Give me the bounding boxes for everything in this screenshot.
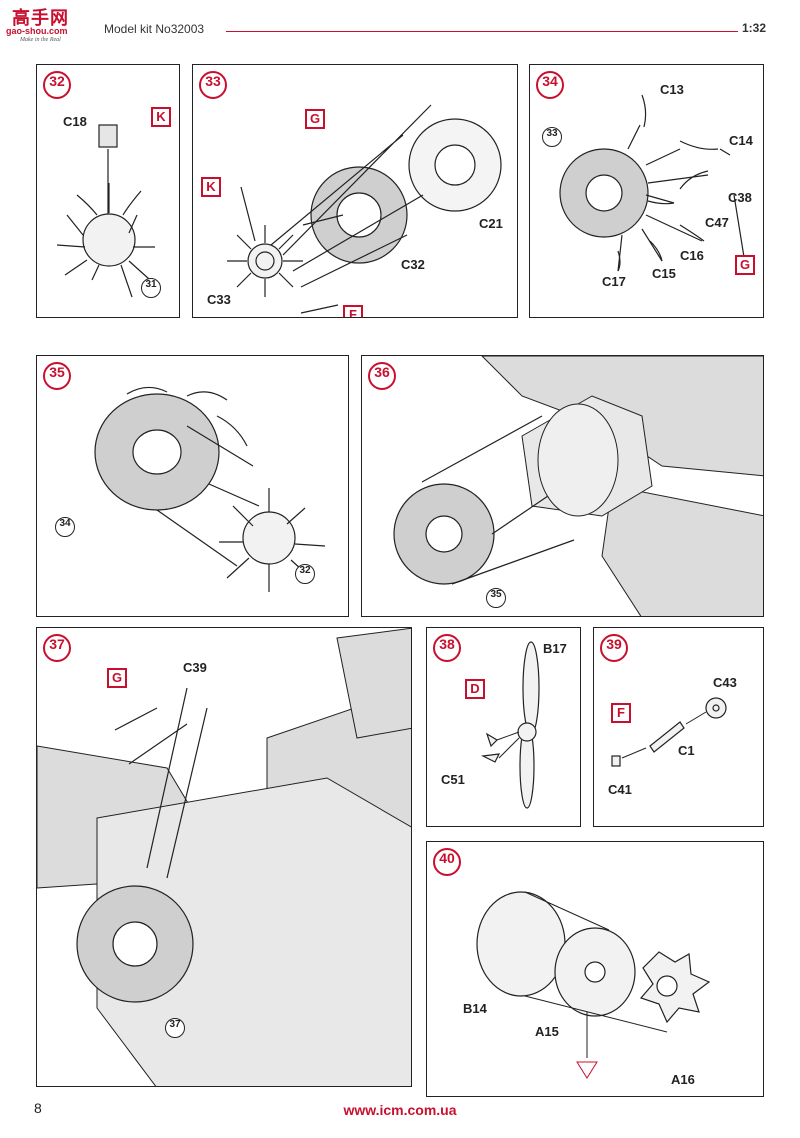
- step-40-panel: 40 B14 A15 A16: [426, 841, 764, 1097]
- paint-tag-f: F: [611, 703, 631, 723]
- step-32-panel: 32 C18 K 31: [36, 64, 180, 318]
- step-40-drawing: [476, 891, 711, 1079]
- page-number: 8: [34, 1100, 42, 1116]
- paint-tag-g: G: [107, 668, 127, 688]
- part-c47-label: C47: [705, 215, 729, 230]
- step-39-drawing: [611, 697, 727, 767]
- part-b17-label: B17: [543, 641, 567, 656]
- page-header: 高手网 gao-shou.com Make in the Real Model …: [0, 0, 800, 46]
- paint-tag-g: G: [305, 109, 325, 129]
- step-34-number: 34: [536, 71, 564, 99]
- part-c16-label: C16: [680, 248, 704, 263]
- step-35-panel: 35 34 32: [36, 355, 349, 617]
- step-ref-34: 34: [55, 517, 75, 537]
- step-36-panel: 36 35: [361, 355, 764, 617]
- part-b14-label: B14: [463, 1001, 487, 1016]
- paint-tag-g: G: [735, 255, 755, 275]
- part-c13-label: C13: [660, 82, 684, 97]
- step-32-drawing: [56, 124, 155, 298]
- part-c15-label: C15: [652, 266, 676, 281]
- step-38-number: 38: [433, 634, 461, 662]
- part-c41-label: C41: [608, 782, 632, 797]
- part-c33-label: C33: [207, 292, 231, 307]
- paint-tag-k: K: [201, 177, 221, 197]
- logo-cn-text: 高手网: [12, 8, 69, 29]
- step-32-number: 32: [43, 71, 71, 99]
- step-33-number: 33: [199, 71, 227, 99]
- part-c18-label: C18: [63, 114, 87, 129]
- logo-url-text: gao-shou.com: [6, 26, 68, 36]
- part-c38-label: C38: [728, 190, 752, 205]
- logo-sub-text: Make in the Real: [20, 37, 61, 43]
- part-c39-label: C39: [183, 660, 207, 675]
- part-c51-label: C51: [441, 772, 465, 787]
- paint-tag-k: K: [151, 107, 171, 127]
- step-37-panel: 37 G C39 37: [36, 627, 412, 1087]
- part-c1-label: C1: [678, 743, 695, 758]
- step-36-drawing: [393, 356, 763, 616]
- step-33-panel: 33 G K F C21 C32 C33: [192, 64, 518, 318]
- step-35-drawing: [94, 386, 326, 592]
- step-ref-35: 35: [486, 588, 506, 608]
- icm-logo: 高手网 gao-shou.com Make in the Real: [6, 4, 80, 46]
- step-38-panel: 38 B17 D C51: [426, 627, 581, 827]
- part-a15-label: A15: [535, 1024, 559, 1039]
- part-c32-label: C32: [401, 257, 425, 272]
- part-c14-label: C14: [729, 133, 753, 148]
- step-38-drawing: [480, 641, 540, 809]
- step-39-number: 39: [600, 634, 628, 662]
- step-37-number: 37: [43, 634, 71, 662]
- scale-label: 1:32: [741, 21, 766, 35]
- step-ref-31: 31: [141, 278, 161, 298]
- step-ref-32: 32: [295, 564, 315, 584]
- part-a16-label: A16: [671, 1072, 695, 1087]
- step-ref-33: 33: [542, 127, 562, 147]
- step-33-drawing: [227, 104, 502, 314]
- step-37-drawing: [37, 628, 411, 1086]
- step-34-drawing: [559, 94, 745, 272]
- paint-tag-d: D: [465, 679, 485, 699]
- paint-tag-f: F: [343, 305, 363, 317]
- part-c17-label: C17: [602, 274, 626, 289]
- step-36-number: 36: [368, 362, 396, 390]
- part-c43-label: C43: [713, 675, 737, 690]
- step-40-number: 40: [433, 848, 461, 876]
- step-35-number: 35: [43, 362, 71, 390]
- part-c21-label: C21: [479, 216, 503, 231]
- step-ref-37: 37: [165, 1018, 185, 1038]
- website-link[interactable]: www.icm.com.ua: [343, 1102, 457, 1118]
- header-rule: [226, 31, 738, 32]
- step-34-panel: 34 33 C13 C14 C38 C47 C16 C15 C17 G: [529, 64, 764, 318]
- step-39-panel: 39 C43 F C1 C41: [593, 627, 764, 827]
- kit-number: Model kit No32003: [104, 22, 205, 36]
